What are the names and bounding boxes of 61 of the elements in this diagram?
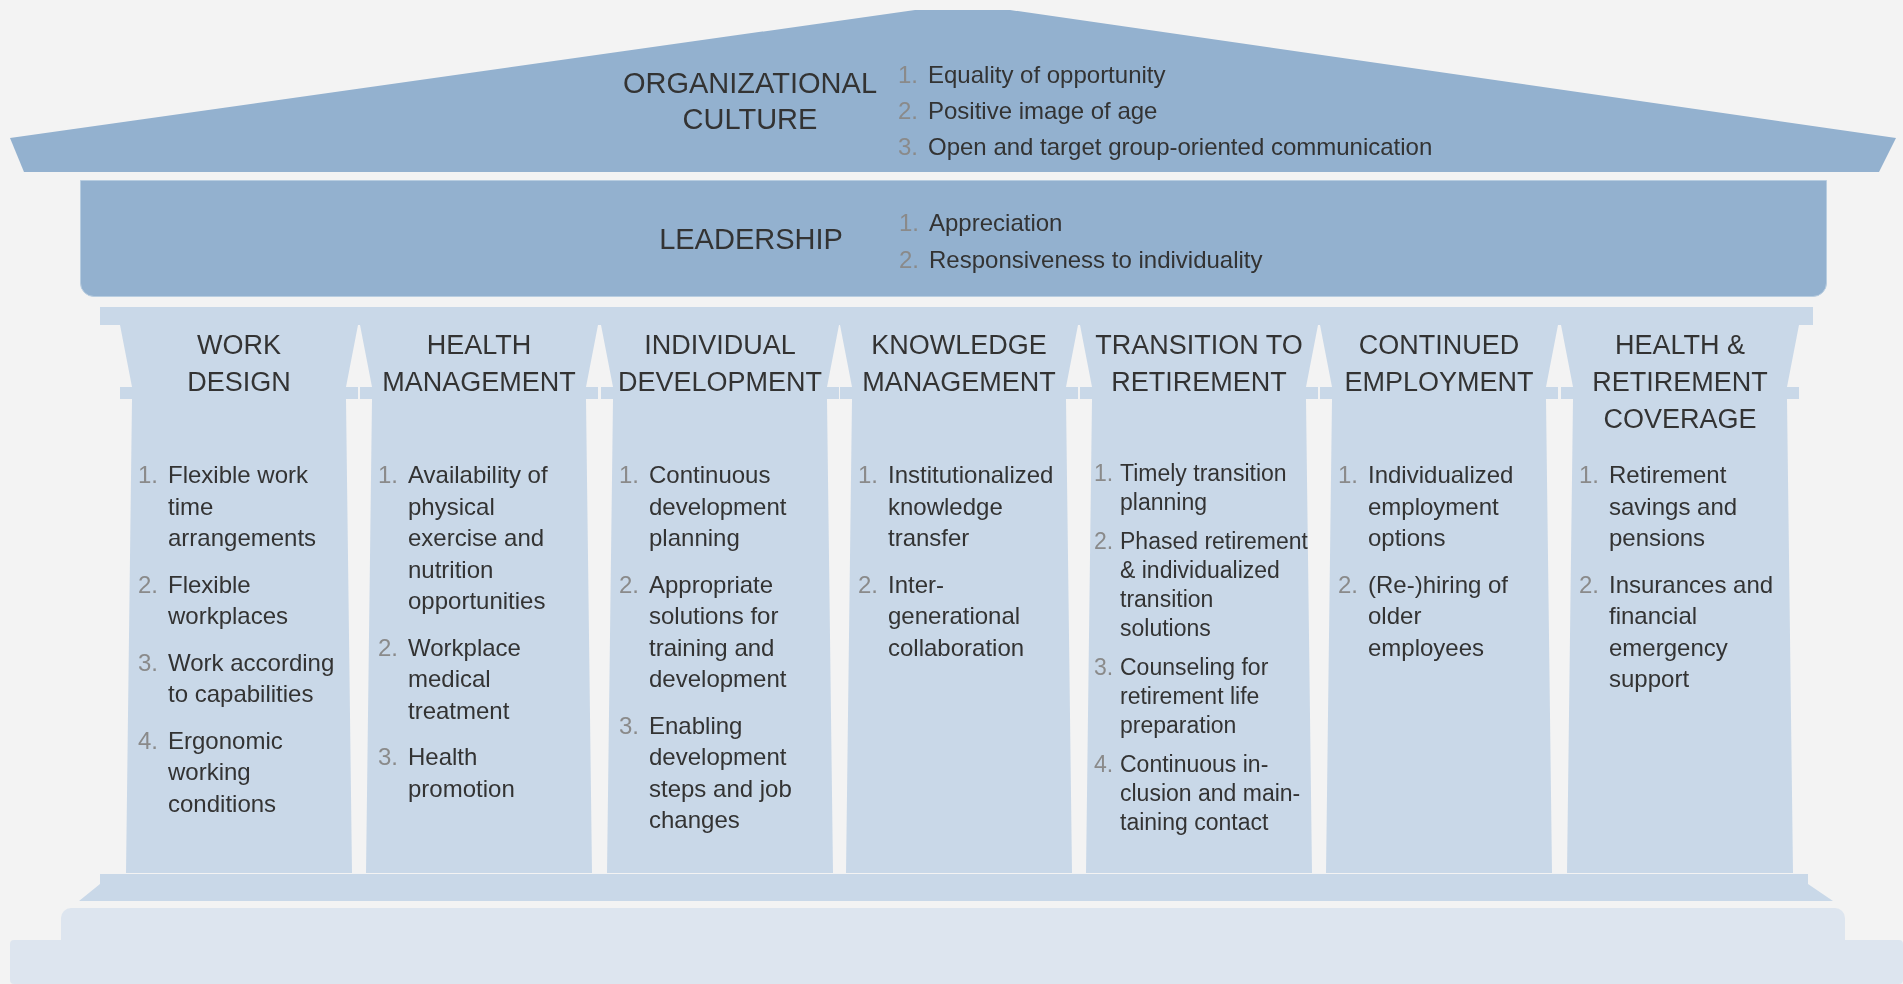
list-number: 1. — [898, 60, 919, 90]
list-item: Institutionalized knowledge transfer — [888, 460, 1055, 553]
list-number: 1. — [619, 460, 640, 490]
list-number: 3. — [378, 742, 399, 772]
list-item: Work according to capabilities — [168, 647, 336, 709]
list-number: 2. — [858, 569, 879, 600]
list-number: 2. — [1338, 569, 1359, 600]
list-item: Flexible workplaces — [168, 569, 290, 631]
leadership-band — [80, 180, 1827, 297]
list-number: 3. — [898, 132, 919, 162]
list-number: 4. — [138, 725, 159, 756]
list-item: Appreciation — [929, 208, 1063, 238]
list-item: Continuous development planning — [649, 460, 788, 553]
list-number: 1. — [858, 460, 879, 490]
list-number: 4. — [1094, 750, 1115, 779]
list-number: 1. — [899, 208, 920, 238]
list-item: (Re-)hiring of older employees — [1368, 569, 1510, 663]
list-number: 3. — [619, 710, 640, 741]
list-item: Equality of opportunity — [928, 60, 1166, 90]
list-number: 2. — [619, 569, 640, 600]
band-heading: LEADERSHIP — [659, 223, 843, 255]
pillar-heading: KNOWLEDGE MANAGEMENT — [861, 329, 1057, 399]
list-number: 2. — [1579, 569, 1600, 600]
list-item: Inter-generational collaboration — [888, 569, 1026, 663]
list-number: 3. — [138, 647, 159, 678]
list-item: Retirement savings and pensions — [1609, 460, 1739, 553]
pillar-heading: WORK DESIGN — [186, 329, 292, 399]
list-number: 3. — [1094, 653, 1115, 682]
list-item: Appropriate solutions for training and development — [649, 569, 788, 694]
list-item: Workplace medical treatment — [408, 632, 522, 726]
list-item: Enabling development steps and job changes — [649, 710, 793, 835]
list-number: 1. — [1338, 460, 1359, 490]
list-number: 1. — [378, 460, 399, 490]
list-number: 1. — [1094, 459, 1115, 488]
list-number: 2. — [1094, 527, 1115, 556]
pillar-heading: HEALTH MANAGEMENT — [381, 329, 577, 399]
list-number: 2. — [378, 632, 399, 663]
list-number: 2. — [898, 96, 919, 126]
roof — [10, 10, 1896, 173]
list-item: Insurances and financial emergency support — [1609, 569, 1775, 694]
list-item: Health promotion — [408, 742, 516, 804]
list-item: Flexible work time arrangements — [168, 460, 318, 553]
list-item: Availability of physical exercise and nutrition opportunities — [408, 460, 549, 616]
list-item: Ergonomic working conditions — [168, 725, 284, 819]
pillar-heading: CONTINUED EMPLOYMENT — [1343, 329, 1535, 399]
list-item: Individualized employment options — [1368, 460, 1515, 553]
pillar-heading: TRANSITION TO RETIREMENT — [1094, 329, 1304, 399]
list-item: Phased retirement & individualized transition solutions — [1120, 527, 1308, 643]
pillar-heading: INDIVIDUAL DEVELOPMENT — [616, 329, 823, 399]
pillar-heading: HEALTH & RETIREMENT COVERAGE — [1591, 329, 1769, 436]
list-item: Positive image of age — [928, 96, 1158, 126]
list-number: 1. — [1579, 460, 1600, 490]
roof-heading: ORGANIZATIONAL CULTURE — [622, 67, 878, 135]
list-item: Timely transition planning — [1120, 459, 1288, 517]
list-number: 2. — [138, 569, 159, 600]
list-item: Continuous in-clusion and main-taining contact — [1120, 750, 1302, 837]
list-item: Open and target group-oriented communication — [928, 132, 1433, 162]
list-number: 2. — [899, 245, 920, 275]
list-item: Counseling for retirement life preparation — [1120, 653, 1270, 740]
list-item: Responsiveness to individuality — [929, 245, 1263, 275]
list-number: 1. — [138, 460, 159, 490]
